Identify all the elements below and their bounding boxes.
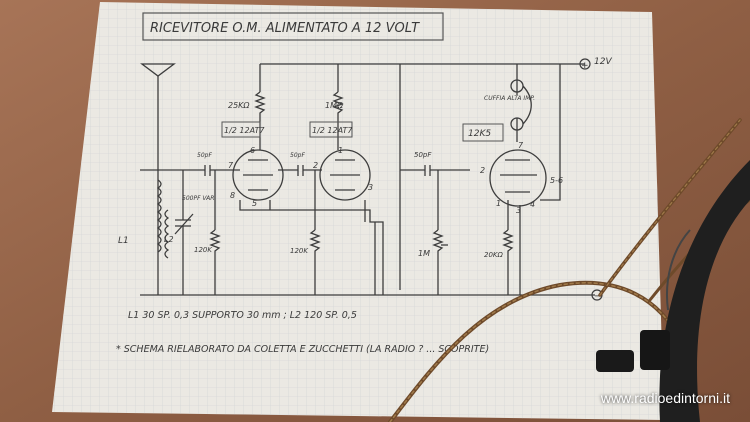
- tube-2-envelope: [319, 149, 371, 201]
- schematic-title: RICEVITORE O.M. ALIMENTATO A 12 VOLT: [150, 21, 420, 36]
- tube-1-pin-8: 8: [230, 191, 235, 200]
- tube-1-pin-7: 7: [228, 161, 234, 170]
- coil-note: L1 30 SP. 0,3 SUPPORTO 30 mm ; L2 120 SP…: [128, 310, 357, 321]
- tube-2-pin-3: 3: [368, 183, 373, 192]
- tube-2-pin-1: 1: [338, 146, 343, 155]
- grid-leak-1-label: 120K: [194, 246, 213, 254]
- tube-1-label: 1/2 12AT7: [224, 126, 265, 135]
- tube-3-pin-7: 7: [518, 141, 524, 150]
- tube-2-pin-2: 2: [313, 161, 318, 170]
- tube-1-pin-6: 6: [250, 146, 255, 155]
- credit-note: * SCHEMA RIELABORATO DA COLETTA E ZUCCHE…: [116, 344, 489, 355]
- headphone-headband: [596, 160, 750, 422]
- tube-1-pin-5: 5: [252, 199, 257, 208]
- supply-positive-sign: +: [581, 61, 589, 71]
- title-box: [142, 12, 444, 41]
- tube-3-label: 12K5: [468, 129, 491, 139]
- plate-resistor-2-label: 1MΩ: [325, 101, 344, 110]
- watermark-text: www.radioedintorni.it: [600, 390, 730, 406]
- coil-l1-label: L1: [118, 236, 129, 246]
- coupling-cap-3-label: 50pF: [414, 151, 432, 159]
- circuit-wiring: [140, 63, 595, 296]
- coil-l2-label: L2: [164, 235, 174, 244]
- cathode-resistor-label: 20KΩ: [484, 251, 503, 259]
- headphone-icon: [510, 79, 532, 131]
- tube-1-envelope: [232, 149, 284, 201]
- supply-negative-sign: −: [594, 291, 602, 302]
- tube-3-pin-2: 2: [480, 166, 485, 175]
- grid-leak-2-label: 120K: [290, 247, 309, 255]
- tube-3-pin-5-6: 5-6: [550, 176, 563, 185]
- supply-positive-terminal: [579, 58, 591, 70]
- tube-3-pin-4: 4: [530, 200, 535, 209]
- headphone-label: CUFFIA ALTA IMP.: [484, 95, 535, 102]
- variable-cap-label: 500PF VAR.: [182, 195, 216, 202]
- plate-resistor-1-label: 25KΩ: [228, 101, 250, 110]
- tube-3-pin-3: 3: [516, 206, 521, 215]
- supply-positive-label: 12V: [594, 57, 612, 67]
- tube-2-label: 1/2 12AT7: [312, 126, 353, 135]
- volume-pot-label: 1M: [418, 249, 430, 258]
- coupling-cap-2-label: 50pF: [290, 152, 305, 159]
- tube-3-pin-1: 1: [496, 199, 501, 208]
- tube-3-envelope: [489, 149, 547, 207]
- grid-cap-1-label: 50pF: [197, 152, 212, 159]
